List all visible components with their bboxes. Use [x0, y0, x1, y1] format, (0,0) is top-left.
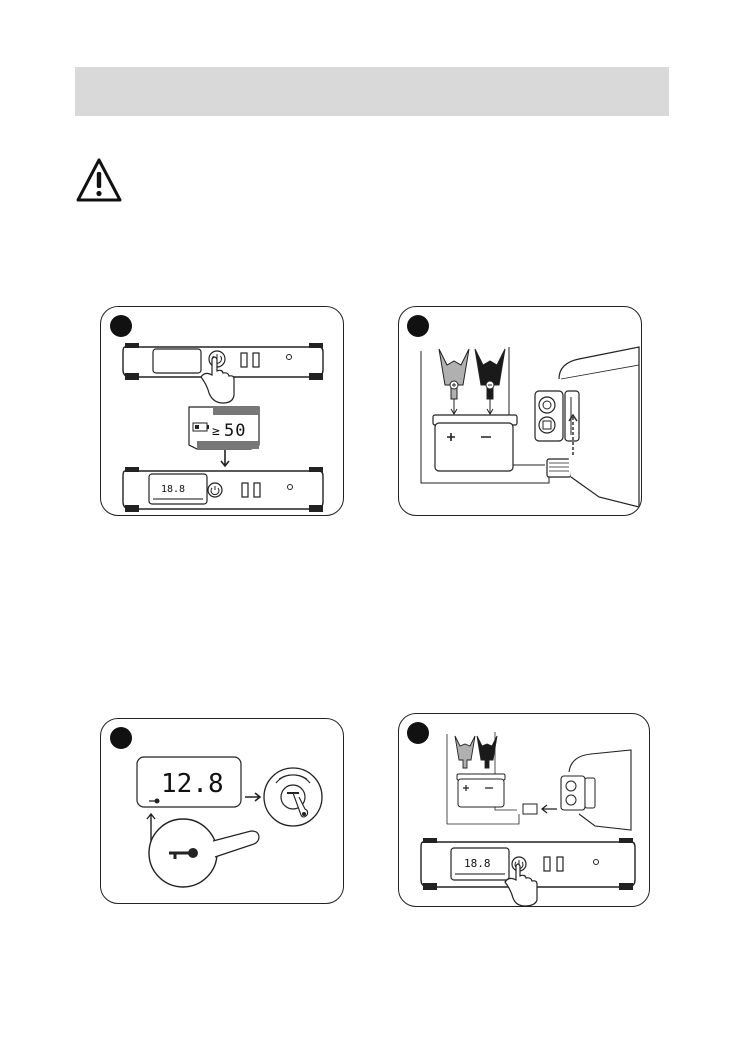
- ignition-key-icon: [264, 768, 322, 826]
- cable-connector-icon: [523, 804, 537, 814]
- step-3-panel: 12.8: [100, 718, 344, 904]
- device-display-value: 18.8: [161, 484, 185, 495]
- step-4-panel: 18.8: [398, 713, 650, 907]
- jump-starter-device-bottom: 18.8: [123, 467, 323, 512]
- step-1-panel: ≥ 50 18.8: [100, 306, 344, 516]
- battery-level-display: ≥ 50: [189, 407, 259, 449]
- black-clamp-icon: [475, 349, 505, 399]
- voltage-value: 12.8: [161, 769, 224, 799]
- step-1-illustration: ≥ 50 18.8: [101, 307, 343, 515]
- arrow-right-icon: [245, 793, 260, 801]
- red-clamp-icon: [455, 736, 475, 768]
- warning-triangle-icon: [75, 157, 123, 203]
- arrow-down-icon: [221, 450, 229, 466]
- step-3-illustration: 12.8: [101, 719, 343, 903]
- device-display-value: 18.8: [464, 857, 491, 870]
- jump-starter-side-view: [535, 347, 639, 507]
- red-clamp-icon: [439, 349, 469, 399]
- jump-starter-side-view: [561, 750, 631, 830]
- magnifier-key-icon: [149, 819, 259, 887]
- level-value: 50: [224, 421, 246, 441]
- section-header-bar: [75, 67, 669, 116]
- step-4-illustration: 18.8: [399, 714, 649, 906]
- step-2-panel: [398, 306, 642, 516]
- cable-connector-icon: [547, 459, 571, 477]
- black-clamp-icon: [477, 736, 497, 768]
- car-battery-icon: [433, 415, 517, 471]
- car-battery-icon: [457, 774, 505, 807]
- level-prefix: ≥: [212, 424, 220, 439]
- step-2-illustration: [399, 307, 641, 515]
